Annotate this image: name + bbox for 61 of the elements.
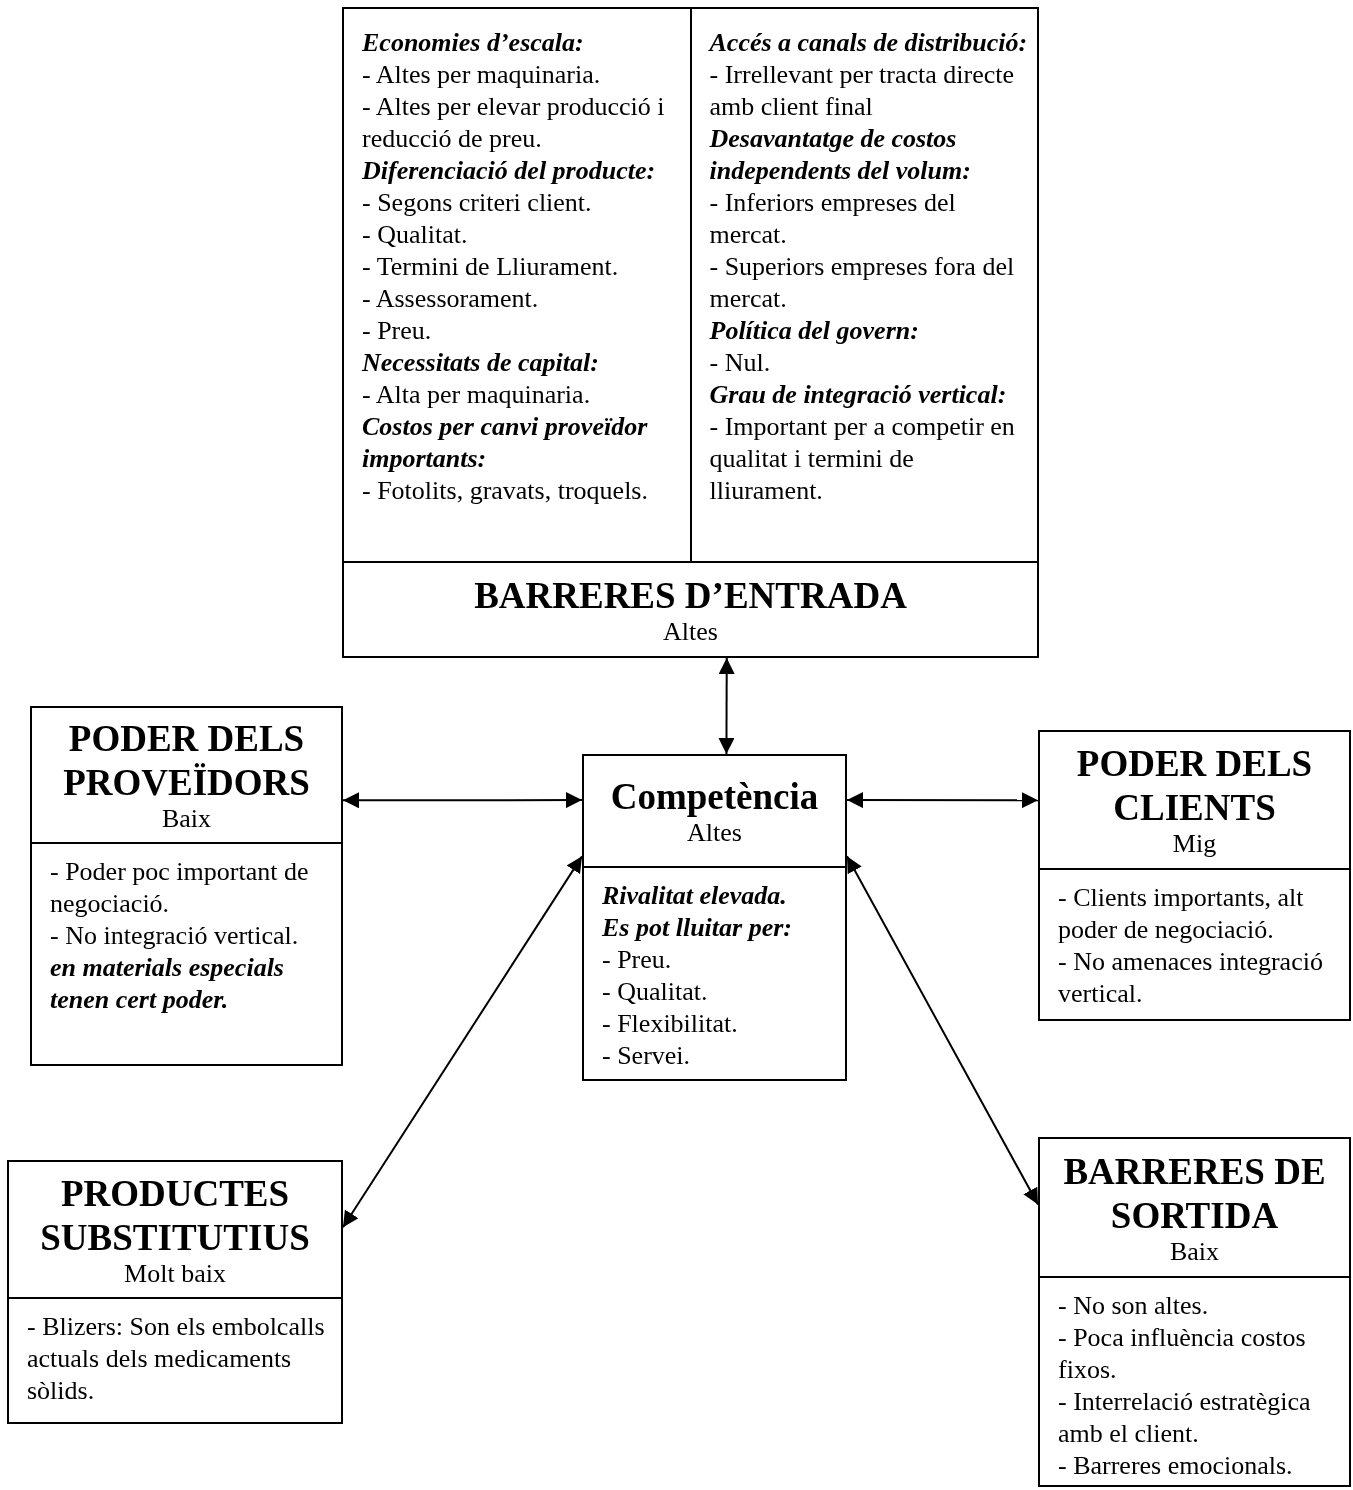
section-heading: Diferenciació del producte: — [362, 155, 657, 187]
list-item: - Clients importants, alt poder de negociació. — [1058, 882, 1305, 946]
list-item: - Barreres emocionals. — [1058, 1450, 1294, 1482]
double-arrow — [342, 792, 583, 809]
list-item: - No son altes. — [1058, 1290, 1210, 1322]
force-title: BARRERES DE SORTIDA — [1062, 1149, 1327, 1238]
list-item: - Servei. — [602, 1040, 692, 1072]
rating-text: Altes — [663, 617, 718, 646]
section-heading: Costos per canvi proveïdor importants: — [362, 411, 649, 475]
force-title: Competència — [610, 775, 819, 819]
section-heading: en materials especials tenen cert poder. — [50, 952, 285, 1016]
force-title: PRODUCTES SUBSTITUTIUS — [39, 1171, 311, 1260]
section-heading: Rivalitat elevada. — [602, 880, 788, 912]
list-item: - Preu. — [362, 315, 433, 347]
list-item: - Irrellevant per tracta directe amb client final — [709, 59, 1016, 123]
list-item: - Segons criteri client. — [362, 187, 593, 219]
list-item: - Termini de Lliurament. — [362, 251, 620, 283]
entry-barriers-box — [342, 7, 1039, 658]
list-item: - Fotolits, gravats, troquels. — [362, 475, 649, 507]
list-item: - Flexibilitat. — [602, 1008, 739, 1040]
list-item: - Alta per maquinaria. — [362, 379, 592, 411]
double-arrow — [846, 792, 1039, 809]
list-item: - No amenaces integració vertical. — [1058, 946, 1324, 1010]
section-heading: Política del govern: — [709, 315, 920, 347]
section-heading: Es pot lluitar per: — [602, 912, 793, 944]
rating-text: Baix — [161, 805, 212, 833]
list-item: - Assessorament. — [362, 283, 540, 315]
section-heading: Accés a canals de distribució: — [709, 27, 1029, 59]
exit-barriers-box — [1038, 1137, 1351, 1487]
section-heading: Desavantatge de costos independents del volum: — [709, 123, 972, 187]
list-item: - No integració vertical. — [50, 920, 300, 952]
section-heading: Necessitats de capital: — [362, 347, 600, 379]
list-item: - Poca influència costos fixos. — [1058, 1322, 1307, 1386]
section-heading: Grau de integració vertical: — [709, 379, 1008, 411]
list-item: - Altes per maquinaria. — [362, 59, 602, 91]
force-title: PODER DELS PROVEÏDORS — [62, 717, 311, 805]
rating-text: Baix — [1169, 1237, 1220, 1266]
list-item: - Inferiors empreses del mercat. — [709, 187, 957, 251]
list-item: - Important per a competir en qualitat i termini de lliurament. — [709, 411, 1016, 507]
list-item: - Interrelació estratègica amb el client. — [1058, 1386, 1312, 1450]
rating-text: Molt baix — [124, 1259, 226, 1288]
supplier-power-box — [30, 706, 343, 1066]
list-item: - Preu. — [602, 944, 673, 976]
list-item: - Qualitat. — [602, 976, 709, 1008]
rating-text: Mig — [1172, 830, 1217, 858]
list-item: - Nul. — [709, 347, 772, 379]
double-arrow — [718, 657, 735, 755]
double-arrow — [342, 855, 583, 1229]
section-heading: Economies d’escala: — [362, 27, 585, 59]
list-item: - Altes per elevar producció i reducció de preu. — [362, 91, 666, 155]
rating-text: Altes — [687, 819, 742, 847]
list-item: - Poder poc important de negociació. — [50, 856, 310, 920]
customer-power-box — [1038, 730, 1351, 1021]
list-item: - Superiors empreses fora del mercat. — [709, 251, 1016, 315]
list-item: - Blizers: Son els embolcalls actuals dels medicaments sòlids. — [27, 1311, 326, 1407]
force-title: BARRERES D’ENTRADA — [474, 573, 907, 618]
substitutes-box — [7, 1160, 343, 1424]
force-title: PODER DELS CLIENTS — [1075, 742, 1314, 830]
double-arrow — [846, 855, 1039, 1206]
competition-box — [582, 754, 847, 1081]
list-item: - Qualitat. — [362, 219, 469, 251]
